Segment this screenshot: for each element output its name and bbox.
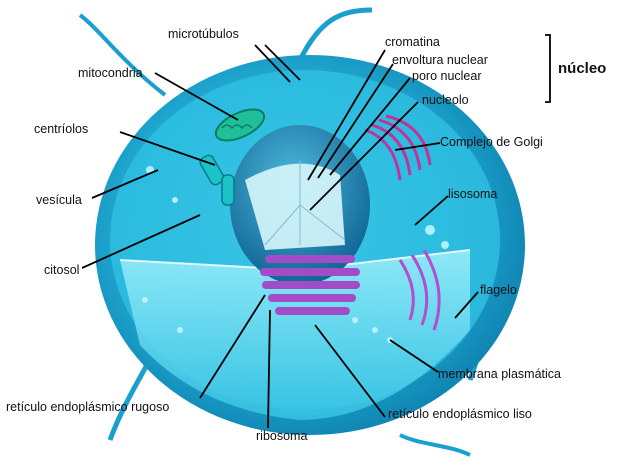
label-poro-nuclear: poro nuclear: [412, 69, 482, 83]
flagellum-top: [297, 7, 373, 62]
label-nucleo: núcleo: [558, 60, 606, 77]
label-complejo-golgi: Complejo de Golgi: [440, 135, 543, 149]
label-microtubulos: microtúbulos: [168, 27, 239, 41]
rough-er: [260, 255, 360, 315]
flagellum-bottomright: [399, 433, 471, 457]
label-nucleolo: nucleolo: [422, 93, 469, 107]
label-membrana-plasmatica: membrana plasmática: [438, 367, 561, 381]
smooth-er: [398, 249, 441, 331]
label-lisosoma: lisosoma: [448, 187, 497, 201]
label-vesicula: vesícula: [36, 193, 82, 207]
label-flagelo: flagelo: [480, 283, 517, 297]
golgi-body: [364, 114, 432, 181]
mitochondrion: [214, 108, 266, 142]
label-citosol: citosol: [44, 263, 79, 277]
cutaway-section: [120, 250, 470, 420]
label-reticulo-rugoso: retículo endoplásmico rugoso: [6, 400, 169, 414]
label-centriolos: centríolos: [34, 122, 88, 136]
bracket-icon: [545, 34, 551, 103]
leader-lines: [81, 44, 479, 429]
label-envoltura-nuclear: envoltura nuclear: [392, 53, 488, 67]
label-ribosoma: ribosoma: [256, 429, 307, 443]
label-reticulo-liso: retículo endoplásmico liso: [388, 407, 532, 421]
label-mitocondria: mitocondria: [78, 66, 143, 80]
nucleus-cutface: [245, 163, 345, 250]
flagellum-topleft: [78, 13, 167, 97]
label-cromatina: cromatina: [385, 35, 440, 49]
